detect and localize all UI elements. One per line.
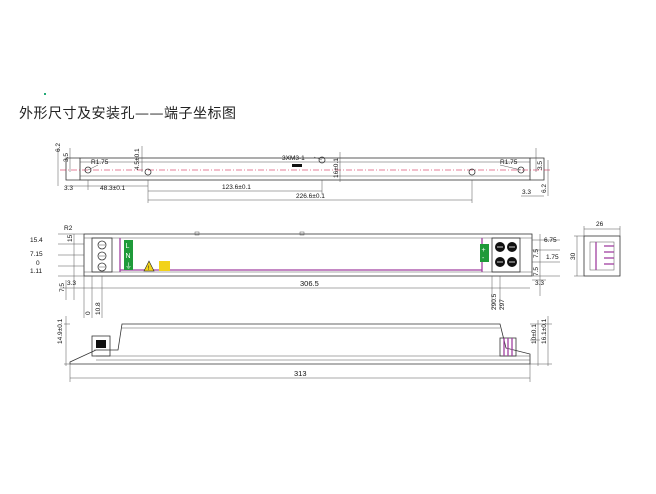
dim-top-16: 16±0.1 [333,158,340,178]
top-view-outline [79,157,531,181]
terminal-screw-3 [97,262,107,272]
dim-side-16-1: 16.1±0.1 [541,318,548,344]
side-view-outline [69,323,531,365]
terminal-letter-l: L [126,243,130,250]
terminal-screw-1 [97,240,107,250]
dim-top-226-6: 226.6±0.1 [296,193,325,200]
label-screw: 3XM3-1 [282,155,305,162]
dim-front-0: 0 [36,260,40,267]
drawing-title: 外形尺寸及安装孔——端子坐标图 [19,106,237,122]
dim-front-3-3-left: 3.3 [67,280,76,287]
dim-top-6-2-right: 6.2 [541,184,548,193]
dim-top-3-3-right: 3.3 [522,189,531,196]
dim-front-10-8: 10.8 [95,302,102,315]
dim-front-0-bottom: 0 [85,311,92,315]
terminal-block-right [491,237,521,273]
dim-front-15: 15 [67,234,74,242]
end-view: 26 30 [570,221,621,277]
mount-hole-left [84,166,92,174]
terminal-label-strip-right [480,244,489,262]
dim-top-123-6: 123.6±0.1 [222,184,251,191]
dim-top-3-3-left: 3.3 [64,185,73,192]
dim-side-10: 10±0.1 [531,324,538,344]
terminal-screw-2 [97,251,107,261]
mount-hole-right [517,166,525,174]
side-connector-left [91,335,111,357]
dim-top-4-5: 4.5±0.1 [134,148,141,170]
dim-top-6-2-left: 6.2 [55,143,62,152]
dim-front-15-4: 15.4 [30,237,43,244]
yellow-label [159,261,170,271]
mount-hole-a [144,168,152,176]
dim-end-26: 26 [596,221,604,228]
dim-top-3-5-right: 3.5 [537,161,544,170]
warning-icon [143,260,155,272]
dim-front-297: 297 [499,299,506,310]
dim-front-7-5-right-a: 7.5 [533,249,540,258]
dim-front-1-11: 1.11 [30,268,43,275]
terminal-label-strip-left [124,240,133,270]
side-view: 14.9±0.1 10±0.1 16.1±0.1 313 [57,316,552,382]
front-view: L N ⏚ ! + - R2 15.4 15 7 [30,225,560,318]
label-r175-right: R1.75 [500,159,518,166]
terminal-letter-minus: - [482,255,485,262]
dim-front-6-75: 6.75 [544,237,557,244]
top-view: 6.2 3.5 4.5±0.1 16±0.1 3.5 6.2 R1.75 R1.… [55,143,552,203]
dim-front-7-5-right-b: 7.5 [533,267,540,276]
dim-side-14-9: 14.9±0.1 [57,318,64,344]
label-r175-left: R1.75 [91,159,109,166]
corner-dot [44,93,46,95]
dim-front-3-3-right: 3.3 [535,280,544,287]
dim-end-30: 30 [570,252,577,260]
dim-front-306-5: 306.5 [300,279,319,288]
warning-mark: ! [148,266,150,272]
dim-top-3-5-left: 3.5 [63,153,70,162]
dim-side-313: 313 [294,369,307,378]
terminal-block-left [91,237,113,273]
dim-front-r2: R2 [64,225,73,232]
mount-hole-b [318,156,326,164]
dim-front-7-15: 7.15 [30,251,43,258]
mount-hole-c [468,168,476,176]
terminal-letter-plus: + [482,247,486,254]
dim-front-1-75: 1.75 [546,254,559,261]
terminal-letter-earth: ⏚ [125,262,132,270]
terminal-letter-n: N [126,253,131,260]
dim-front-7-5-left: 7.5 [59,283,66,292]
dim-front-290-5: 290.5 [491,293,498,310]
dim-top-48-3: 48.3±0.1 [100,185,126,192]
end-view-outline [583,235,621,277]
